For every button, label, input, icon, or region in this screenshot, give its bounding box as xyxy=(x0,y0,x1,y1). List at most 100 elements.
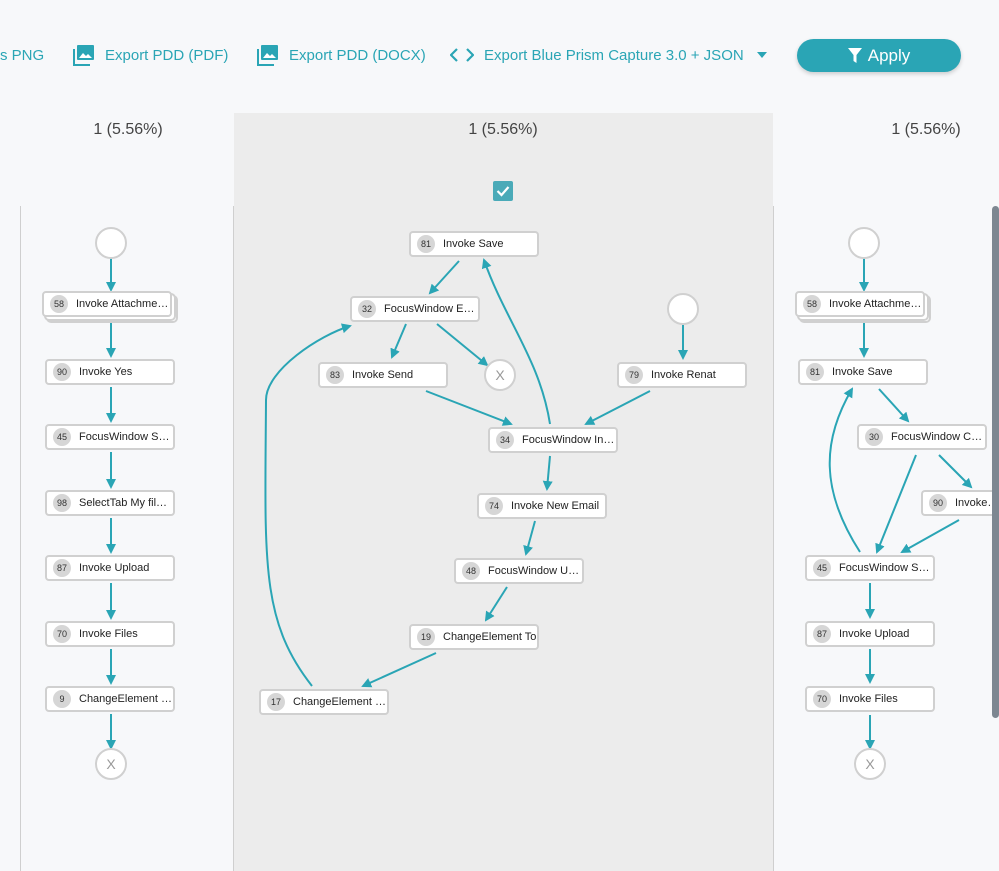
node-count-badge: 70 xyxy=(53,625,71,643)
edge xyxy=(361,652,437,688)
activity-node[interactable]: 9 ChangeElement Fil... xyxy=(45,686,175,712)
export-pdd-pdf-button[interactable]: Export PDD (PDF) xyxy=(73,44,228,66)
node-count-badge: 87 xyxy=(53,559,71,577)
node-label: Invoke Save xyxy=(443,238,504,250)
node-label: ChangeElement To xyxy=(443,631,537,643)
export-pdd-pdf-label: Export PDD (PDF) xyxy=(105,46,229,64)
edge xyxy=(428,260,460,295)
node-count-badge: 30 xyxy=(865,428,883,446)
edge xyxy=(390,323,407,359)
filter-icon xyxy=(847,47,862,63)
variant-header-right: 1 (5.56%) xyxy=(891,121,961,138)
node-count-badge: 81 xyxy=(417,235,435,253)
node-label: FocusWindow Exp... xyxy=(384,303,478,315)
node-count-badge: 90 xyxy=(929,494,947,512)
activity-node[interactable]: 81 Invoke Save xyxy=(409,231,539,257)
activity-node[interactable]: 48 FocusWindow Unti... xyxy=(454,558,584,584)
activity-node[interactable]: 87 Invoke Upload xyxy=(45,555,175,581)
export-blue-prism-button[interactable]: Export Blue Prism Capture 3.0 + JSON xyxy=(450,44,768,66)
activity-node[interactable]: 34 FocusWindow Inbo... xyxy=(488,427,618,453)
edge xyxy=(481,258,551,425)
start-event[interactable] xyxy=(667,293,699,325)
node-count-badge: 19 xyxy=(417,628,435,646)
image-icon xyxy=(73,45,94,66)
export-pdd-docx-button[interactable]: Export PDD (DOCX) xyxy=(257,44,426,66)
node-label: SelectTab My files ... xyxy=(79,497,173,509)
code-icon xyxy=(450,48,474,62)
edge xyxy=(523,520,536,556)
node-label: Invoke Files xyxy=(79,628,138,640)
caret-down-icon[interactable] xyxy=(756,51,768,59)
activity-node[interactable]: 58 Invoke Attachment ... xyxy=(42,291,172,317)
activity-node[interactable]: 58 Invoke Attachment ... xyxy=(795,291,925,317)
activity-node[interactable]: 30 FocusWindow Con... xyxy=(857,424,987,450)
node-count-badge: 9 xyxy=(53,690,71,708)
node-label: Invoke Attachment ... xyxy=(829,298,923,310)
node-label: ChangeElement Su... xyxy=(293,696,387,708)
node-label: Invoke Attachment ... xyxy=(76,298,170,310)
edge xyxy=(436,323,489,367)
start-event[interactable] xyxy=(95,227,127,259)
node-label: Invoke New Email xyxy=(511,500,600,512)
node-label: Invoke Save xyxy=(832,366,893,378)
column-divider xyxy=(233,206,234,871)
edge xyxy=(484,586,508,622)
activity-node[interactable]: 81 Invoke Save xyxy=(798,359,928,385)
activity-node[interactable]: 17 ChangeElement Su... xyxy=(259,689,389,715)
node-label: FocusWindow Unti... xyxy=(488,565,582,577)
end-event[interactable]: X xyxy=(95,748,127,780)
node-count-badge: 45 xyxy=(53,428,71,446)
node-label: ChangeElement Fil... xyxy=(79,693,173,705)
activity-node[interactable]: 74 Invoke New Email xyxy=(477,493,607,519)
column-divider xyxy=(773,206,774,871)
activity-node[interactable]: 70 Invoke Files xyxy=(805,686,935,712)
edge xyxy=(938,454,973,489)
node-label: FocusWindow Sam... xyxy=(79,431,173,443)
apply-button[interactable]: Apply xyxy=(797,39,961,72)
node-count-badge: 45 xyxy=(813,559,831,577)
activity-node[interactable]: 32 FocusWindow Exp... xyxy=(350,296,480,322)
node-label: Invoke Files xyxy=(839,693,898,705)
activity-node[interactable]: 90 Invoke Yes xyxy=(45,359,175,385)
node-count-badge: 81 xyxy=(806,363,824,381)
check-icon xyxy=(496,186,510,197)
vertical-scrollbar[interactable] xyxy=(992,206,999,718)
export-png-button[interactable]: s PNG xyxy=(0,44,44,66)
node-label: Invoke Upload xyxy=(839,628,910,640)
activity-node[interactable]: 98 SelectTab My files ... xyxy=(45,490,175,516)
end-event[interactable]: X xyxy=(854,748,886,780)
activity-node[interactable]: 19 ChangeElement To xyxy=(409,624,539,650)
node-label: FocusWindow Sam... xyxy=(839,562,933,574)
activity-node[interactable]: 45 FocusWindow Sam... xyxy=(805,555,935,581)
activity-node[interactable]: 90 Invoke Ye xyxy=(921,490,999,516)
node-count-badge: 58 xyxy=(50,295,68,313)
node-label: Invoke Send xyxy=(352,369,414,381)
node-count-badge: 87 xyxy=(813,625,831,643)
edge xyxy=(875,454,917,554)
node-count-badge: 17 xyxy=(267,693,285,711)
export-blue-prism-label: Export Blue Prism Capture 3.0 + JSON xyxy=(484,46,744,64)
node-count-badge: 83 xyxy=(326,366,344,384)
activity-node[interactable]: 87 Invoke Upload xyxy=(805,621,935,647)
activity-node[interactable]: 45 FocusWindow Sam... xyxy=(45,424,175,450)
activity-node[interactable]: 83 Invoke Send xyxy=(318,362,448,388)
node-count-badge: 90 xyxy=(53,363,71,381)
edge xyxy=(828,387,861,553)
variant-select-checkbox[interactable] xyxy=(493,181,513,201)
edge xyxy=(264,323,352,687)
node-count-badge: 48 xyxy=(462,562,480,580)
start-event[interactable] xyxy=(848,227,880,259)
activity-node[interactable]: 70 Invoke Files xyxy=(45,621,175,647)
edge xyxy=(584,390,651,425)
edge xyxy=(878,388,910,423)
end-event[interactable]: X xyxy=(484,359,516,391)
activity-node[interactable]: 79 Invoke Renat xyxy=(617,362,747,388)
image-icon xyxy=(257,45,278,66)
node-count-badge: 58 xyxy=(803,295,821,313)
node-label: FocusWindow Con... xyxy=(891,431,985,443)
apply-label: Apply xyxy=(867,45,911,65)
node-count-badge: 32 xyxy=(358,300,376,318)
node-label: Invoke Yes xyxy=(79,366,133,378)
node-label: Invoke Upload xyxy=(79,562,150,574)
